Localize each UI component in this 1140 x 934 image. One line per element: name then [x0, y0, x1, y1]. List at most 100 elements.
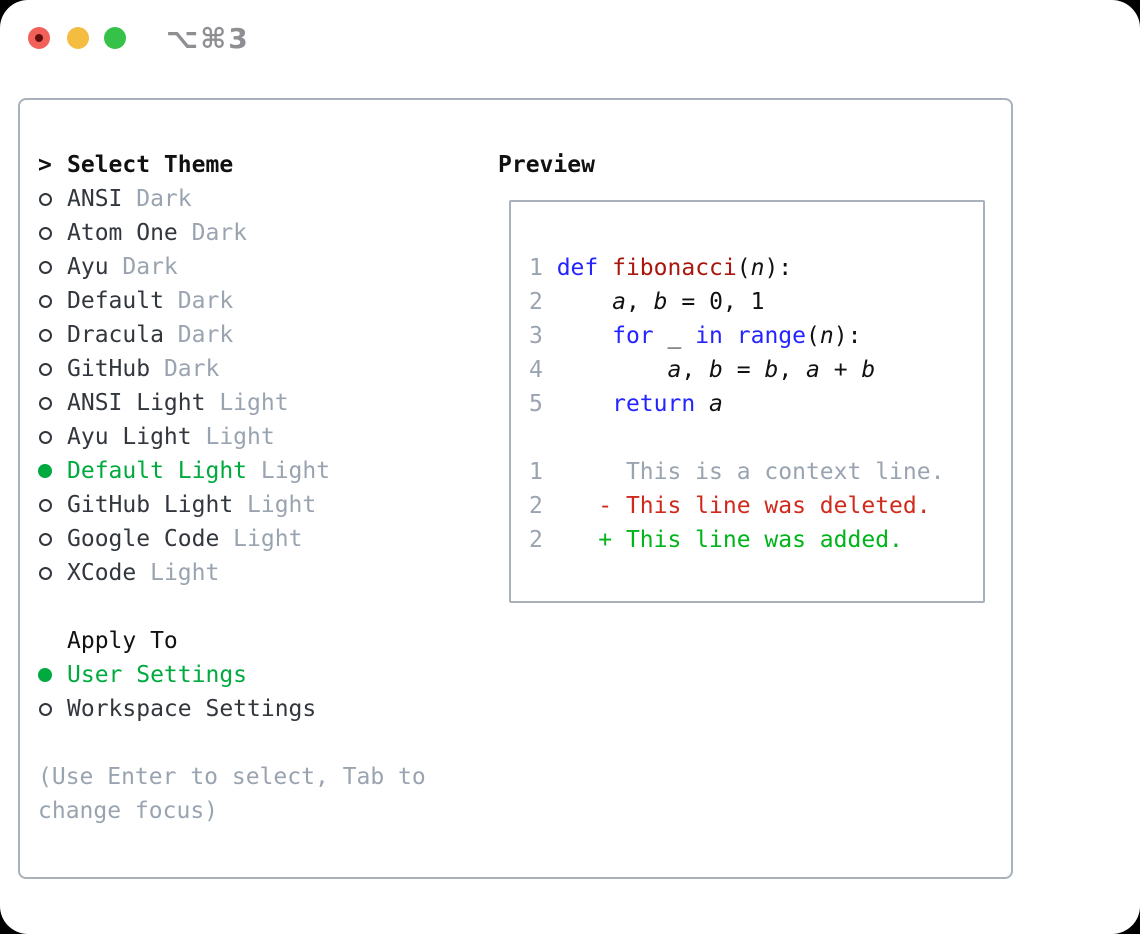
theme-name: ANSI [67, 186, 123, 212]
theme-variant: Light [233, 492, 317, 518]
option-atom-one[interactable]: Atom One Dark [38, 216, 478, 250]
code-segment: = [667, 289, 710, 315]
theme-name: ANSI Light [67, 390, 206, 416]
close-button[interactable] [28, 27, 50, 49]
code-segment: a [709, 391, 723, 417]
apply-option-label: Workspace Settings [67, 696, 317, 722]
option-ansi[interactable]: ANSI Dark [38, 182, 478, 216]
code-segment: a [806, 357, 820, 383]
radio-indent [38, 566, 67, 580]
window-titlebar[interactable]: ⌥⌘3 [0, 0, 1140, 78]
option-dracula[interactable]: Dracula Dark [38, 318, 478, 352]
theme-name: Google Code [67, 526, 220, 552]
radio-icon [39, 328, 52, 342]
apply-to-title: Apply To [67, 628, 178, 654]
code-segment: ): [833, 323, 862, 349]
radio-icon [39, 532, 52, 546]
option-ayu[interactable]: Ayu Dark [38, 250, 478, 284]
code-segment: a [612, 289, 626, 315]
preview-line: 1 def fibonacci(n): [529, 251, 983, 285]
option-label: Default Dark [67, 288, 233, 314]
minimize-button[interactable] [67, 27, 89, 49]
option-user-settings[interactable]: User Settings [38, 658, 478, 692]
option-label: Dracula Dark [67, 322, 233, 348]
code-segment: ( [736, 255, 751, 281]
window-title-shortcut: ⌥⌘3 [166, 22, 250, 55]
radio-indent [38, 362, 67, 376]
line-number: 2 [529, 289, 557, 315]
code-segment [557, 357, 668, 383]
theme-name: GitHub [67, 356, 151, 382]
select-theme-header: > Select Theme [38, 148, 478, 182]
option-github-light[interactable]: GitHub Light Light [38, 488, 478, 522]
code-segment: fibonacci [612, 255, 737, 281]
theme-name: Ayu Light [67, 424, 192, 450]
option-default-light[interactable]: Default Light Light [38, 454, 478, 488]
radio-indent [38, 464, 67, 478]
radio-indent [38, 498, 67, 512]
preview-line: 3 for _ in range(n): [529, 319, 983, 353]
code-segment: This is a context line. [556, 459, 945, 485]
preview-line: 2 a, b = 0, 1 [529, 285, 983, 319]
radio-indent [38, 396, 67, 410]
option-workspace-settings[interactable]: Workspace Settings [38, 692, 478, 726]
radio-selected-icon [38, 464, 52, 478]
radio-icon [39, 396, 52, 410]
radio-indent [38, 192, 67, 206]
code-segment: ( [806, 323, 820, 349]
option-label: User Settings [67, 662, 247, 688]
theme-variant: Light [219, 526, 303, 552]
option-github[interactable]: GitHub Dark [38, 352, 478, 386]
preview-line: 2 + This line was added. [529, 523, 983, 557]
option-default[interactable]: Default Dark [38, 284, 478, 318]
code-segment: b [764, 357, 779, 383]
maximize-button[interactable] [104, 27, 126, 49]
preview-line: 2 - This line was deleted. [529, 489, 983, 523]
option-ayu-light[interactable]: Ayu Light Light [38, 420, 478, 454]
code-segment: a [667, 357, 682, 383]
spacer [38, 726, 478, 760]
theme-variant: Dark [177, 220, 248, 246]
line-number: 3 [529, 323, 557, 349]
radio-indent [38, 668, 67, 682]
theme-variant: Light [247, 458, 331, 484]
code-segment: ): [764, 255, 793, 281]
radio-icon [39, 566, 52, 580]
line-number: 2 [529, 493, 557, 519]
radio-indent [38, 294, 67, 308]
theme-variant: Light [205, 390, 289, 416]
option-label: Default Light Light [67, 458, 330, 484]
option-google-code[interactable]: Google Code Light [38, 522, 478, 556]
radio-icon [39, 702, 52, 716]
radio-indent [38, 328, 67, 342]
radio-icon [39, 362, 52, 376]
radio-icon [39, 430, 52, 444]
option-label: ANSI Light Light [67, 390, 289, 416]
theme-variant: Dark [163, 288, 234, 314]
code-segment: range [736, 323, 806, 349]
preview-title: Preview [498, 152, 595, 178]
code-segment: in [695, 323, 723, 349]
option-xcode[interactable]: XCode Light [38, 556, 478, 590]
code-segment [695, 391, 709, 417]
code-segment [557, 323, 612, 349]
option-label: Google Code Light [67, 526, 302, 552]
code-segment [598, 255, 612, 281]
theme-name: Ayu [67, 254, 109, 280]
theme-variant: Light [136, 560, 220, 586]
code-segment: return [612, 391, 696, 417]
option-label: Workspace Settings [67, 696, 316, 722]
radio-indent [38, 702, 67, 716]
line-number: 4 [529, 357, 557, 383]
radio-indent [38, 532, 67, 546]
code-segment [557, 391, 612, 417]
line-number: 2 [529, 527, 557, 553]
option-ansi-light[interactable]: ANSI Light Light [38, 386, 478, 420]
code-segment: - This line was deleted. [556, 493, 931, 519]
code-segment: + This line was added. [556, 527, 903, 553]
radio-icon [39, 498, 52, 512]
unsaved-dot-icon [35, 34, 43, 42]
